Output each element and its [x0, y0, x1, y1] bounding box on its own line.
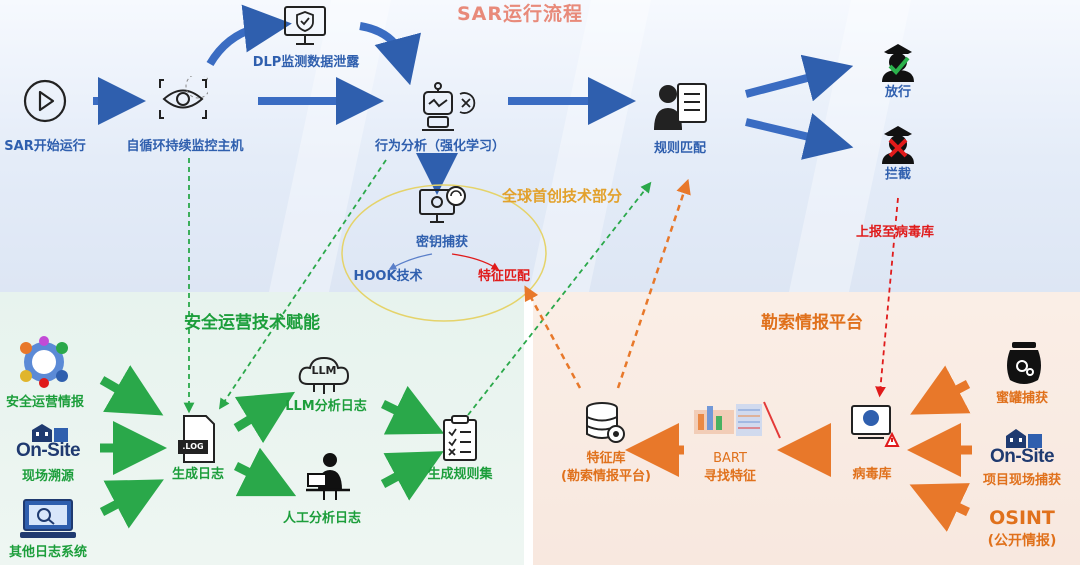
manual-log-label: 人工分析日志 — [282, 511, 362, 526]
trace-label: 现场溯源 — [21, 469, 75, 484]
monitor-label: 自循环持续监控主机 — [126, 139, 244, 154]
onsite-left-badge: On-Site — [15, 440, 81, 461]
allow-label: 放行 — [884, 85, 912, 100]
behavior-label: 行为分析（强化学习） — [374, 139, 506, 154]
osint-label: OSINT — [989, 507, 1055, 529]
osint-sub-label: (公开情报) — [987, 533, 1057, 549]
other-logs-label: 其他日志系统 — [8, 545, 88, 560]
report-label: 上报至病毒库 — [855, 225, 935, 240]
llm-cloud-icon: LLM — [296, 352, 352, 396]
orange-flow-arrows — [625, 365, 972, 532]
dlp-label: DLP监测数据泄露 — [252, 55, 360, 70]
virus-db-label: 病毒库 — [852, 467, 892, 482]
intel-platform-title: 勒索情报平台 — [761, 313, 863, 333]
rule-match-label: 规则匹配 — [653, 141, 707, 156]
page-title: SAR运行流程 — [456, 3, 584, 25]
secops-intel-label: 安全运营情报 — [5, 395, 85, 410]
llm-badge: LLM — [311, 364, 337, 377]
robot-learning-icon — [422, 82, 476, 131]
hacker-allow-icon — [882, 44, 914, 82]
llm-log-label: LLM分析日志 — [285, 399, 367, 414]
feature-db-label: 特征库 — [586, 451, 626, 466]
virus-db-icon — [851, 405, 900, 447]
key-capture-icon — [419, 186, 466, 223]
report-arrow — [875, 197, 899, 398]
core-title: 全球首创技术部分 — [501, 187, 623, 205]
core-ellipse — [341, 184, 547, 322]
onsite-capture-label: 项目现场捕获 — [982, 473, 1062, 488]
ruleset-label: 生成规则集 — [427, 467, 493, 482]
secops-intel-icon — [20, 336, 68, 388]
orange-dashed-connectors — [524, 178, 691, 389]
blue-flow-arrows — [93, 4, 854, 195]
play-circle-icon — [23, 79, 67, 123]
key-capture-label: 密钥捕获 — [415, 235, 469, 250]
database-gear-icon — [586, 402, 625, 443]
honeypot-label: 蜜罐捕获 — [995, 391, 1049, 406]
onsite-left-icon: On-Site — [12, 420, 84, 462]
log-file-icon: .LOG — [176, 414, 220, 464]
log-system-icon — [20, 499, 76, 538]
onsite-right-icon: On-Site — [986, 424, 1058, 472]
monitor-shield-icon — [284, 6, 326, 45]
log-badge: .LOG — [182, 442, 204, 451]
gen-log-label: 生成日志 — [171, 467, 225, 482]
bart-chart-icon — [694, 401, 781, 439]
hacker-block-icon — [882, 126, 914, 164]
start-label: SAR开始运行 — [4, 139, 86, 154]
honeypot-icon — [1007, 342, 1041, 384]
eye-scan-icon — [159, 76, 208, 119]
block-label: 拦截 — [884, 167, 912, 182]
secops-title: 安全运营技术赋能 — [184, 313, 320, 333]
onsite-right-badge: On-Site — [989, 446, 1055, 467]
rule-match-icon — [654, 83, 707, 130]
hook-label: HOOK技术 — [353, 269, 423, 284]
feature-match-label: 特征匹配 — [477, 269, 531, 284]
checklist-icon — [443, 415, 477, 461]
analyst-icon — [306, 453, 350, 500]
green-dashed-connectors — [183, 158, 652, 416]
green-flow-arrows — [99, 365, 445, 529]
bart-title-label: BART — [713, 451, 747, 466]
bart-sub-label: 寻找特征 — [703, 469, 757, 484]
feature-db-sub-label: (勒索情报平台) — [561, 469, 651, 484]
